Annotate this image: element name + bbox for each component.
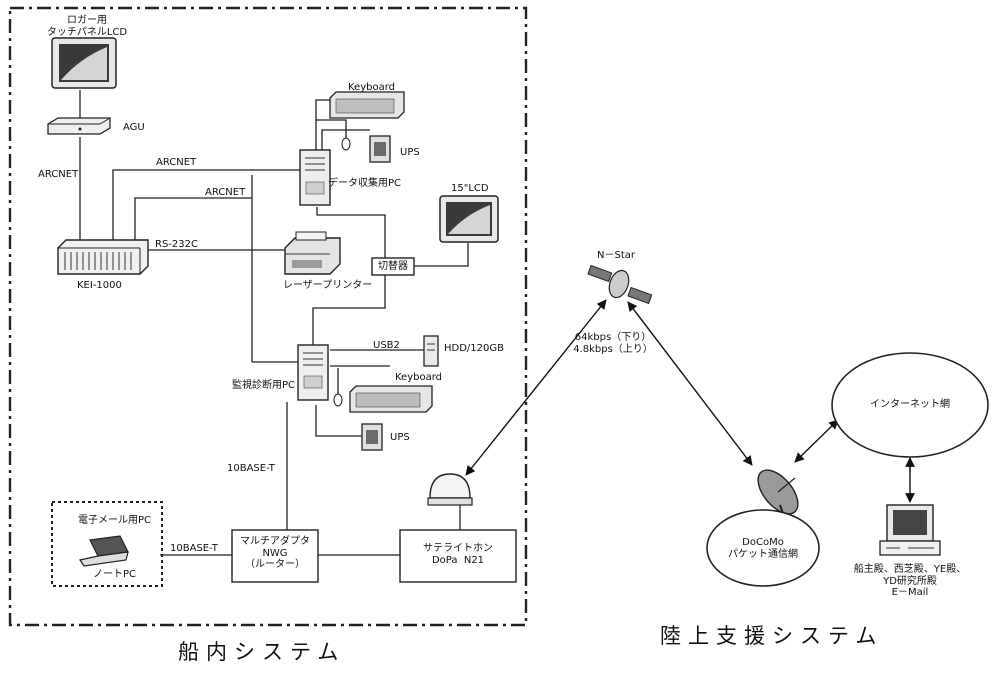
satellite-uplink-arrow [465,299,607,476]
agu-label: AGU [123,122,145,133]
email-pc-label: 電子メール用PC [78,515,152,526]
data-collection-pc-icon [299,149,331,206]
agu-icon [47,117,111,135]
ups-bottom-label: UPS [390,432,410,443]
notebook-pc-icon [79,535,129,567]
arcnet-mid-label: ARCNET [156,157,197,168]
ups-bottom-icon [361,423,383,451]
hdd-label: HDD/120GB [444,343,504,354]
mouse-top-icon [341,137,351,151]
keyboard-bottom-icon [349,385,433,413]
docomo-network-ellipse [706,509,820,587]
router-label: マルチアダプタ NWG （ルーター） [240,536,310,570]
kei-1000-label: KEI-1000 [77,280,122,291]
keyboard-top-label: Keyboard [348,82,396,93]
usb2-label: USB2 [373,340,400,351]
switcher-box [371,257,415,276]
sat-phone-label: サテライトホン DoPa N21 [423,543,493,566]
email-pc-frame [51,501,163,587]
ship-system-boundary [8,6,528,627]
base-t-horizontal-label: 10BASE-T [170,543,218,554]
kei-1000-icon [57,239,149,275]
connection-lines [79,90,911,556]
lcd15-label: 15"LCD [451,183,489,194]
link-rate-label: 64kbps（下り） 4.8kbps（上り） [573,332,653,355]
arcnet-inner-label: ARCNET [205,187,246,198]
printer-label: レーザープリンター [283,280,373,291]
logger-lcd-label: ロガー用 タッチパネルLCD [46,15,128,38]
switcher-label: 切替器 [378,261,408,272]
satellite-phone-box [399,529,517,583]
ups-top-icon [369,135,391,163]
docomo-internet-arrow [794,419,839,463]
satellite-downlink-arrow [627,301,753,466]
monitor-pc-label: 監視診断用PC [232,380,296,391]
ship-system-title: 船内システム [178,640,346,664]
recipients-label: 船主殿、西芝殿、YE殿、 YD研究所殿 E－Mail [853,564,967,598]
land-system-title: 陸上支援システム [660,624,884,648]
lcd-15-icon [439,195,499,243]
keyboard-top-icon [329,91,405,119]
satellite-dome-antenna-icon [427,473,473,506]
arcnet-left-label: ARCNET [38,169,79,180]
internet-ellipse [831,352,989,458]
nstar-label: N－Star [597,250,635,261]
laser-printer-icon [284,231,341,275]
rs232c-label: RS-232C [155,239,198,250]
ups-top-label: UPS [400,147,420,158]
internet-label: インターネット網 [870,399,950,410]
land-pc-icon [879,504,941,556]
data-pc-label: データ収集用PC [328,178,402,189]
hdd-icon [423,335,439,367]
logger-lcd-icon [51,37,117,89]
notebook-label: ノートPC [93,569,137,580]
router-box [231,529,319,583]
base-t-vertical-label: 10BASE-T [227,463,275,474]
satellite-icon [587,264,653,305]
keyboard-bottom-label: Keyboard [395,372,443,383]
mouse-bottom-icon [333,393,343,407]
docomo-label: DoCoMo パケット通信網 [728,537,798,560]
monitoring-pc-icon [297,344,329,401]
